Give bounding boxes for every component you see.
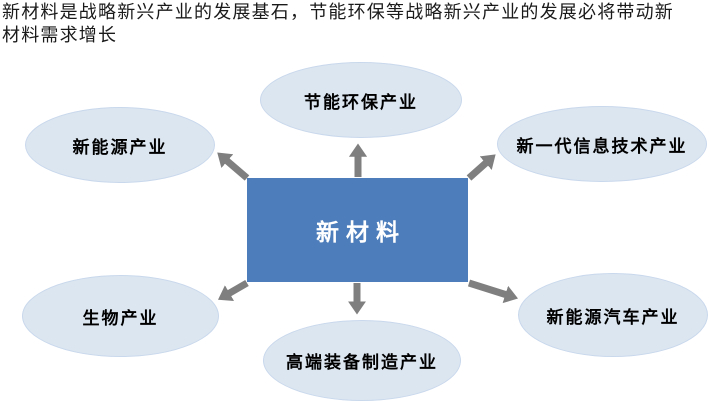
node-new-energy-vehicle-industry: 新能源汽车产业: [518, 273, 708, 357]
node-label: 新能源汽车产业: [546, 307, 680, 328]
node-bio-industry: 生物产业: [22, 275, 219, 357]
center-node-label: 新材料: [316, 220, 406, 246]
page-title: 新材料是战略新兴产业的发展基石，节能环保等战略新兴产业的发展必将带动新 材料需求…: [2, 1, 708, 47]
arrow-upper-right-icon: [466, 154, 496, 181]
arrow-lower-right-icon: [467, 279, 519, 304]
page-title-line-1: 新材料是战略新兴产业的发展基石，节能环保等战略新兴产业的发展必将带动新: [2, 2, 674, 23]
node-energy-saving-environmental-industry: 节能环保产业: [260, 62, 462, 138]
node-high-end-equipment-manufacturing-industry: 高端装备制造产业: [263, 320, 461, 401]
node-label: 新一代信息技术产业: [516, 136, 688, 157]
node-label: 生物产业: [82, 308, 159, 329]
arrow-upper-left-icon: [217, 152, 250, 181]
node-next-gen-information-technology-industry: 新一代信息技术产业: [497, 106, 707, 182]
center-node-new-materials: 新材料: [247, 178, 468, 282]
page-title-line-2: 材料需求增长: [2, 25, 118, 46]
node-label: 节能环保产业: [304, 92, 418, 113]
node-label: 高端装备制造产业: [286, 353, 438, 373]
node-label: 新能源产业: [72, 137, 168, 158]
arrow-lower-left-icon: [218, 279, 249, 301]
node-new-energy-industry: 新能源产业: [25, 107, 215, 183]
